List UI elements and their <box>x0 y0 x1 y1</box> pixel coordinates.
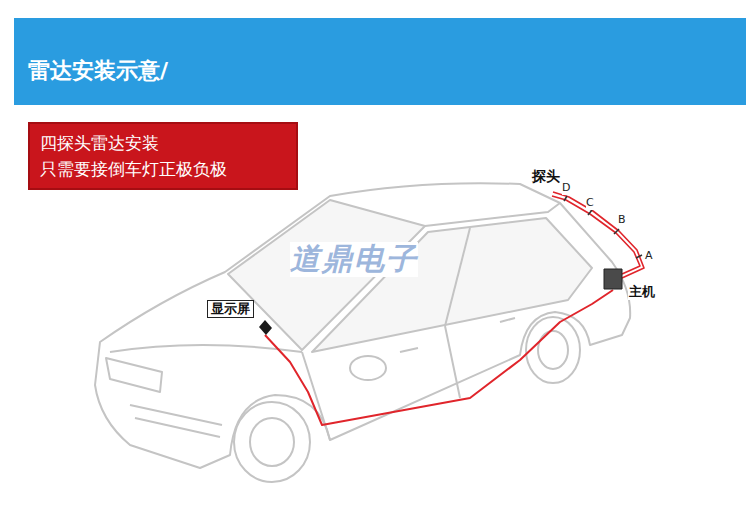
host-shape <box>603 268 623 290</box>
probe-title: 探头 <box>532 168 560 184</box>
rear-rim <box>538 331 568 369</box>
grille <box>130 405 222 437</box>
probe-letter: C <box>586 197 594 210</box>
front-rim <box>250 418 294 466</box>
probe-letter: A <box>645 250 653 263</box>
note-text: 只需要接倒车灯正极负极 <box>40 156 286 182</box>
title-banner: 雷达安装示意/ <box>14 18 746 105</box>
screen-label: 显示屏 <box>207 300 254 318</box>
display-screen: 显示屏 <box>258 320 272 335</box>
host-body <box>604 269 622 289</box>
door-handle <box>400 318 515 352</box>
probe-letter: B <box>618 214 626 227</box>
screen-body <box>259 320 272 335</box>
headlight <box>106 358 162 392</box>
screen-shape <box>258 320 272 335</box>
probe-letter: D <box>562 182 570 195</box>
cable-connector <box>265 290 613 425</box>
note-box: 四探头雷达安装只需要接倒车灯正极负极 <box>28 122 298 190</box>
watermark: 道鼎电子 <box>290 242 418 277</box>
door-line <box>302 326 460 440</box>
probe-wire-line <box>552 196 640 274</box>
hood-crease <box>110 345 302 352</box>
host-unit: 主机 <box>603 268 623 290</box>
car-body <box>95 183 630 482</box>
note-text: 四探头雷达安装 <box>40 130 286 156</box>
probe-wire <box>552 192 644 278</box>
probe-wire-line <box>553 192 644 278</box>
front-wheel <box>234 402 310 482</box>
title-text: 雷达安装示意/ <box>28 56 168 86</box>
probe-tick <box>564 196 642 258</box>
car-outline <box>95 183 630 468</box>
probe-ticks <box>564 196 642 258</box>
rear-wheel <box>526 317 580 383</box>
b-pillar <box>445 228 470 326</box>
host-label: 主机 <box>628 284 656 300</box>
mirror <box>350 356 386 380</box>
